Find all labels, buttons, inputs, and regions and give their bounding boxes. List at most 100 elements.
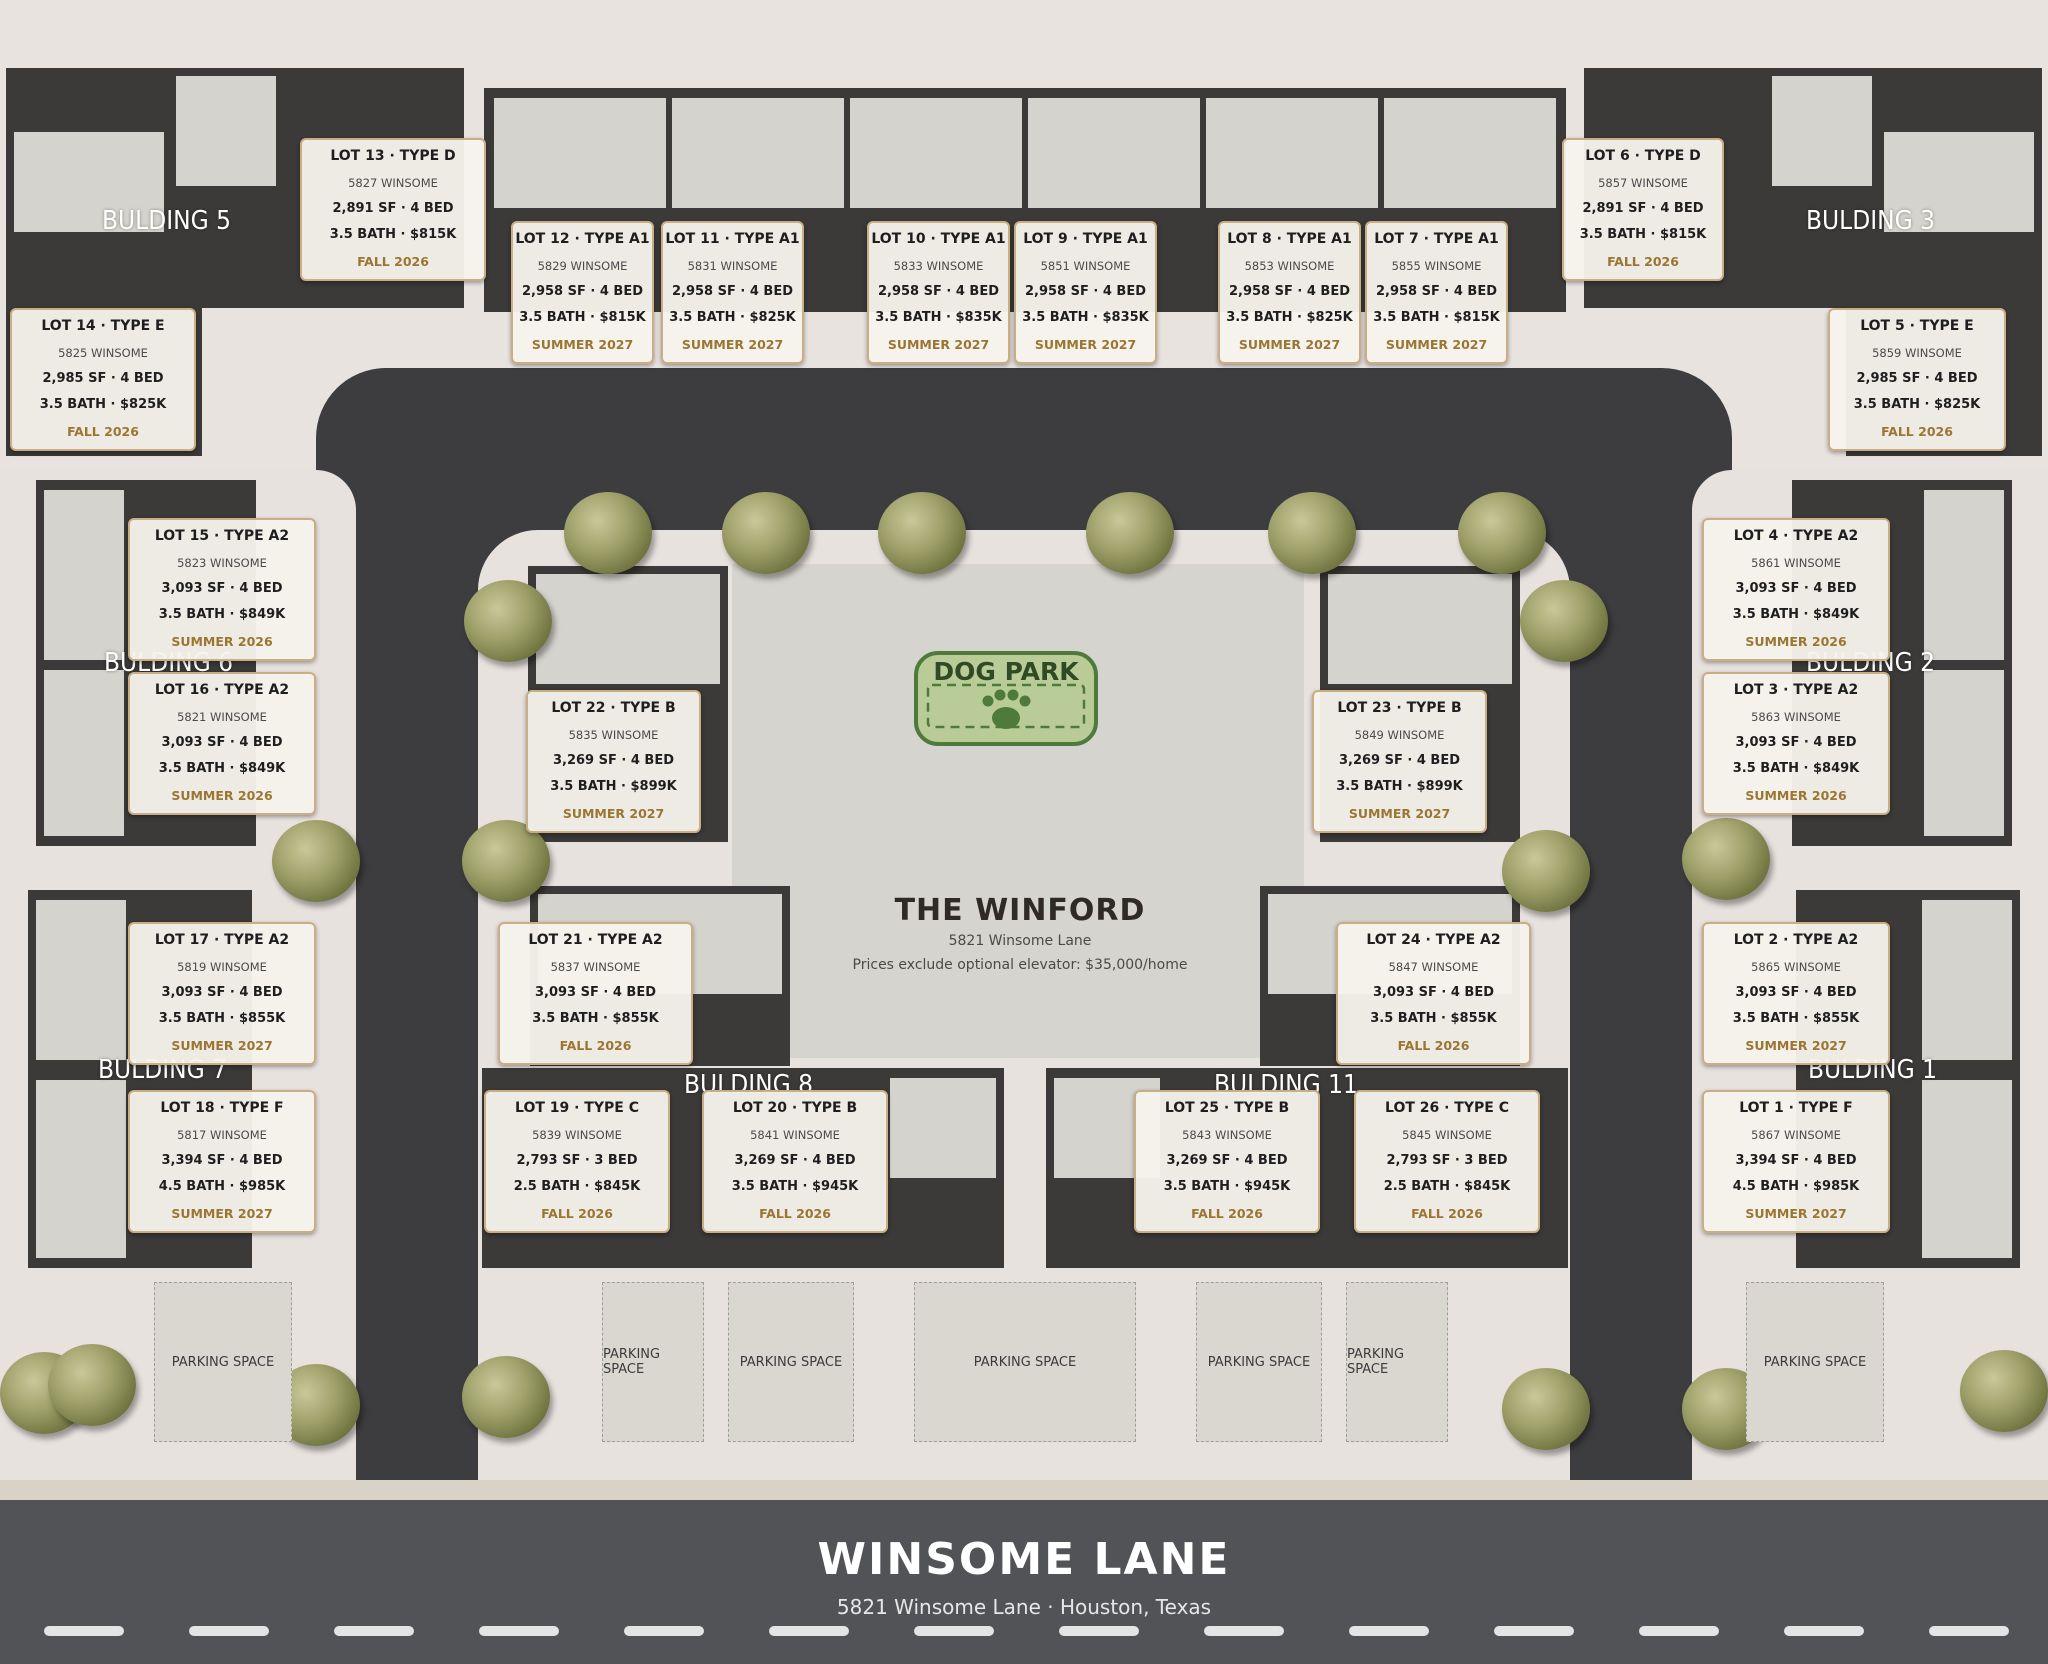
- lot-address: 5865 WINSOME: [1751, 960, 1841, 974]
- lane-dash: [624, 1626, 704, 1636]
- lot-card-3[interactable]: LOT 3 · TYPE A2 5863 WINSOME 3,093 SF · …: [1702, 672, 1890, 815]
- west-lane: [356, 770, 478, 1480]
- lot-title: LOT 9 · TYPE A1: [1023, 231, 1148, 247]
- lot-card-18[interactable]: LOT 18 · TYPE F 5817 WINSOME 3,394 SF · …: [128, 1090, 316, 1233]
- lot-size: 3,269 SF · 4 BED: [1338, 753, 1461, 768]
- east-lane: [1570, 770, 1692, 1480]
- lane-dash: [914, 1626, 994, 1636]
- dog-park-sign: [914, 651, 1098, 746]
- lane-dash: [769, 1626, 849, 1636]
- lot-title: LOT 20 · TYPE B: [732, 1100, 858, 1116]
- lot-card-12[interactable]: LOT 12 · TYPE A1 5829 WINSOME 2,958 SF ·…: [511, 221, 654, 364]
- lot-title: LOT 2 · TYPE A2: [1733, 932, 1859, 948]
- lot-address: 5849 WINSOME: [1354, 728, 1445, 742]
- lot-title: LOT 10 · TYPE A1: [871, 231, 1006, 247]
- lot-card-20[interactable]: LOT 20 · TYPE B 5841 WINSOME 3,269 SF · …: [702, 1090, 888, 1233]
- lot-size: 2,958 SF · 4 BED: [671, 284, 794, 299]
- lot-bath-price: 3.5 BATH · $849K: [158, 761, 286, 776]
- parking-space: PARKING SPACE: [728, 1282, 854, 1442]
- lane-dash: [189, 1626, 269, 1636]
- lot-card-7[interactable]: LOT 7 · TYPE A1 5855 WINSOME 2,958 SF · …: [1365, 221, 1508, 364]
- lot-address: 5839 WINSOME: [532, 1128, 622, 1142]
- sidewalk: [0, 1480, 2048, 1500]
- lot-address: 5861 WINSOME: [1751, 556, 1841, 570]
- lot-card-13[interactable]: LOT 13 · TYPE D 5827 WINSOME 2,891 SF · …: [300, 138, 486, 281]
- lot-card-9[interactable]: LOT 9 · TYPE A1 5851 WINSOME 2,958 SF · …: [1014, 221, 1157, 364]
- lot-size: 2,958 SF · 4 BED: [877, 284, 1000, 299]
- lot-bath-price: 3.5 BATH · $825K: [1226, 310, 1353, 325]
- lot-size: 2,891 SF · 4 BED: [332, 201, 454, 216]
- lot-title: LOT 23 · TYPE B: [1337, 700, 1462, 716]
- tree: [1458, 492, 1546, 574]
- lot-address: 5863 WINSOME: [1751, 710, 1841, 724]
- lot-delivery: SUMMER 2027: [171, 1038, 273, 1053]
- lot-card-25[interactable]: LOT 25 · TYPE B 5843 WINSOME 3,269 SF · …: [1134, 1090, 1320, 1233]
- lot-card-1[interactable]: LOT 1 · TYPE F 5867 WINSOME 3,394 SF · 4…: [1702, 1090, 1890, 1233]
- lot-address: 5821 WINSOME: [177, 710, 267, 724]
- lot-delivery: FALL 2026: [357, 254, 429, 269]
- lot-title: LOT 25 · TYPE B: [1164, 1100, 1290, 1116]
- lot-title: LOT 8 · TYPE A1: [1227, 231, 1352, 247]
- lot-card-24[interactable]: LOT 24 · TYPE A2 5847 WINSOME 3,093 SF ·…: [1336, 922, 1531, 1065]
- lot-size: 2,958 SF · 4 BED: [1228, 284, 1351, 299]
- lot-address: 5817 WINSOME: [177, 1128, 267, 1142]
- lot-card-22[interactable]: LOT 22 · TYPE B 5835 WINSOME 3,269 SF · …: [526, 690, 701, 833]
- lot-card-11[interactable]: LOT 11 · TYPE A1 5831 WINSOME 2,958 SF ·…: [661, 221, 804, 364]
- lot-bath-price: 3.5 BATH · $849K: [1732, 607, 1860, 622]
- lot-bath-price: 2.5 BATH · $845K: [1383, 1179, 1511, 1194]
- tree: [722, 492, 810, 574]
- lot-bath-price: 3.5 BATH · $849K: [1732, 761, 1860, 776]
- lot-title: LOT 3 · TYPE A2: [1733, 682, 1859, 698]
- lot-bath-price: 3.5 BATH · $945K: [1163, 1179, 1291, 1194]
- lot-bath-price: 3.5 BATH · $815K: [329, 227, 457, 242]
- lot-bath-price: 2.5 BATH · $845K: [513, 1179, 641, 1194]
- lot-card-16[interactable]: LOT 16 · TYPE A2 5821 WINSOME 3,093 SF ·…: [128, 672, 316, 815]
- lot-address: 5833 WINSOME: [893, 259, 984, 273]
- lot-delivery: FALL 2026: [559, 1038, 632, 1053]
- lot-delivery: SUMMER 2027: [1385, 337, 1488, 352]
- lot-card-21[interactable]: LOT 21 · TYPE A2 5837 WINSOME 3,093 SF ·…: [498, 922, 693, 1065]
- lot-address: 5825 WINSOME: [58, 346, 148, 360]
- lot-bath-price: 3.5 BATH · $899K: [1336, 779, 1463, 794]
- price-note: Prices exclude optional elevator: $35,00…: [852, 957, 1188, 973]
- lot-card-23[interactable]: LOT 23 · TYPE B 5849 WINSOME 3,269 SF · …: [1312, 690, 1487, 833]
- parking-space: PARKING SPACE: [1746, 1282, 1884, 1442]
- lot-delivery: SUMMER 2027: [887, 337, 990, 352]
- lot-size: 3,093 SF · 4 BED: [161, 735, 283, 750]
- lot-delivery: SUMMER 2027: [681, 337, 784, 352]
- lot-card-6[interactable]: LOT 6 · TYPE D 5857 WINSOME 2,891 SF · 4…: [1562, 138, 1724, 281]
- lot-card-19[interactable]: LOT 19 · TYPE C 5839 WINSOME 2,793 SF · …: [484, 1090, 670, 1233]
- lot-size: 2,985 SF · 4 BED: [1856, 371, 1978, 386]
- tree: [1502, 830, 1590, 912]
- parking-space: PARKING SPACE: [1346, 1282, 1448, 1442]
- parking-space: PARKING SPACE: [1196, 1282, 1322, 1442]
- site-address: 5821 Winsome Lane: [948, 933, 1092, 949]
- lot-card-5[interactable]: LOT 5 · TYPE E 5859 WINSOME 2,985 SF · 4…: [1828, 308, 2006, 451]
- lot-delivery: FALL 2026: [759, 1206, 831, 1221]
- lot-address: 5847 WINSOME: [1388, 960, 1479, 974]
- lot-size: 3,394 SF · 4 BED: [1735, 1153, 1857, 1168]
- lot-address: 5827 WINSOME: [348, 176, 438, 190]
- dog-park-label: DOG PARK: [933, 657, 1080, 686]
- lot-size: 3,394 SF · 4 BED: [161, 1153, 283, 1168]
- tree: [1682, 818, 1770, 900]
- lot-delivery: SUMMER 2026: [171, 788, 273, 803]
- lot-title: LOT 12 · TYPE A1: [515, 231, 650, 247]
- lot-size: 2,985 SF · 4 BED: [42, 371, 164, 386]
- lot-delivery: SUMMER 2027: [1034, 337, 1137, 352]
- building-label: BULDING 3: [1806, 206, 1936, 236]
- lot-delivery: FALL 2026: [67, 424, 139, 439]
- lot-card-2[interactable]: LOT 2 · TYPE A2 5865 WINSOME 3,093 SF · …: [1702, 922, 1890, 1065]
- lot-card-8[interactable]: LOT 8 · TYPE A1 5853 WINSOME 2,958 SF · …: [1218, 221, 1361, 364]
- lot-size: 3,269 SF · 4 BED: [552, 753, 675, 768]
- lot-card-14[interactable]: LOT 14 · TYPE E 5825 WINSOME 2,985 SF · …: [10, 308, 196, 451]
- lot-title: LOT 24 · TYPE A2: [1366, 932, 1501, 948]
- lot-card-10[interactable]: LOT 10 · TYPE A1 5833 WINSOME 2,958 SF ·…: [867, 221, 1010, 364]
- lot-card-17[interactable]: LOT 17 · TYPE A2 5819 WINSOME 3,093 SF ·…: [128, 922, 316, 1065]
- tree: [1960, 1350, 2048, 1432]
- lot-card-26[interactable]: LOT 26 · TYPE C 5845 WINSOME 2,793 SF · …: [1354, 1090, 1540, 1233]
- lot-delivery: FALL 2026: [1397, 1038, 1470, 1053]
- lot-card-4[interactable]: LOT 4 · TYPE A2 5861 WINSOME 3,093 SF · …: [1702, 518, 1890, 661]
- lot-card-15[interactable]: LOT 15 · TYPE A2 5823 WINSOME 3,093 SF ·…: [128, 518, 316, 661]
- lot-bath-price: 3.5 BATH · $825K: [1853, 397, 1981, 412]
